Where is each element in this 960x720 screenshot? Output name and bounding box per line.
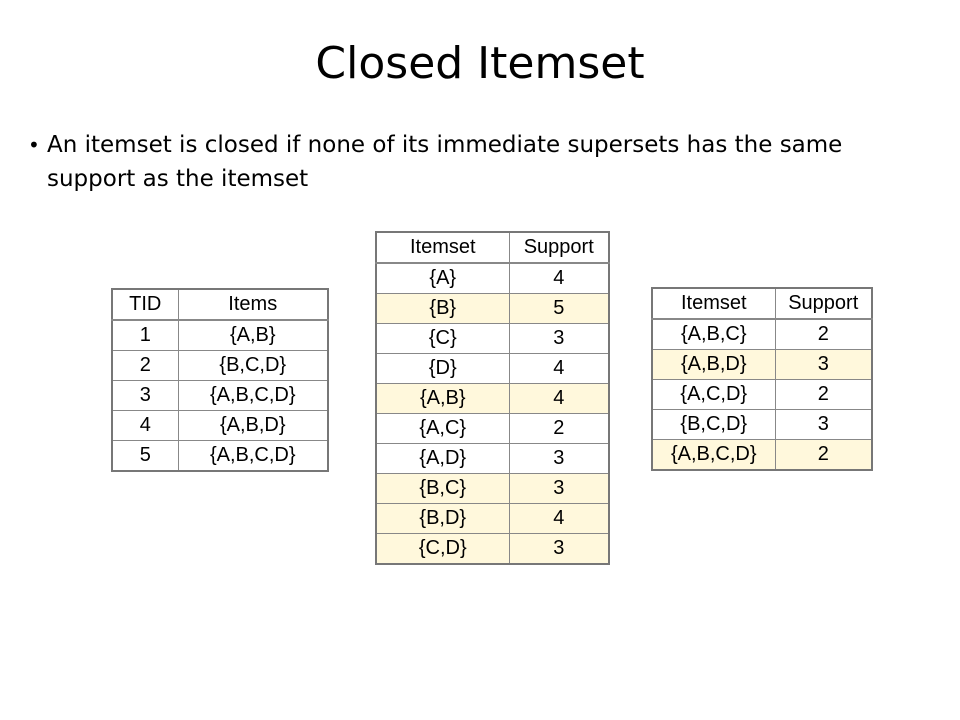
table-row: {B,D}4 [375, 503, 610, 534]
cell-support: 4 [508, 353, 610, 384]
table-header-row: Itemset Support [651, 287, 873, 320]
triplets-body: {A,B,C}2{A,B,D}3{A,C,D}2{B,C,D}3{A,B,C,D… [651, 318, 873, 471]
cell-tid: 5 [111, 440, 179, 472]
table-row: 3{A,B,C,D} [111, 380, 329, 411]
table-row: {C,D}3 [375, 533, 610, 565]
cell-support: 4 [508, 262, 610, 294]
bullet-icon: • [28, 133, 40, 157]
table-row: {A,B,C,D}2 [651, 439, 873, 471]
cell-tid: 4 [111, 410, 179, 441]
table-row: 1{A,B} [111, 319, 329, 351]
cell-support: 5 [508, 293, 610, 324]
transactions-table: TID Items 1{A,B}2{B,C,D}3{A,B,C,D}4{A,B,… [111, 288, 329, 472]
cell-items: {A,B,C,D} [177, 440, 329, 472]
cell-itemset: {A,D} [375, 443, 510, 474]
transactions-body: 1{A,B}2{B,C,D}3{A,B,C,D}4{A,B,D}5{A,B,C,… [111, 319, 329, 472]
cell-itemset: {A,C,D} [651, 379, 776, 410]
header-itemset: Itemset [375, 231, 510, 264]
table-row: 2{B,C,D} [111, 350, 329, 381]
table-row: {D}4 [375, 353, 610, 384]
itemsets-body: {A}4{B}5{C}3{D}4{A,B}4{A,C}2{A,D}3{B,C}3… [375, 262, 610, 565]
table-row: {B,C}3 [375, 473, 610, 504]
header-support: Support [774, 287, 873, 320]
itemsets-support-table: Itemset Support {A}4{B}5{C}3{D}4{A,B}4{A… [375, 231, 610, 565]
cell-itemset: {D} [375, 353, 510, 384]
cell-items: {A,B,D} [177, 410, 329, 441]
cell-support: 3 [774, 409, 873, 440]
cell-support: 3 [774, 349, 873, 380]
table-row: 4{A,B,D} [111, 410, 329, 441]
cell-itemset: {B,C} [375, 473, 510, 504]
cell-support: 4 [508, 383, 610, 414]
table-row: {C}3 [375, 323, 610, 354]
cell-items: {A,B,C,D} [177, 380, 329, 411]
cell-support: 2 [774, 439, 873, 471]
cell-support: 2 [774, 318, 873, 350]
table-header-row: TID Items [111, 288, 329, 321]
table-row: {A,D}3 [375, 443, 610, 474]
cell-itemset: {B,D} [375, 503, 510, 534]
cell-itemset: {A} [375, 262, 510, 294]
bullet-point: • An itemset is closed if none of its im… [28, 128, 908, 196]
table-row: {A}4 [375, 262, 610, 294]
table-row: 5{A,B,C,D} [111, 440, 329, 472]
cell-itemset: {A,C} [375, 413, 510, 444]
cell-support: 3 [508, 533, 610, 565]
cell-tid: 1 [111, 319, 179, 351]
cell-itemset: {A,B,C} [651, 318, 776, 350]
bullet-text: An itemset is closed if none of its imme… [47, 132, 843, 192]
header-tid: TID [111, 288, 179, 321]
cell-support: 3 [508, 443, 610, 474]
table-header-row: Itemset Support [375, 231, 610, 264]
header-support: Support [508, 231, 610, 264]
cell-support: 2 [774, 379, 873, 410]
cell-tid: 3 [111, 380, 179, 411]
table-row: {B}5 [375, 293, 610, 324]
cell-itemset: {C,D} [375, 533, 510, 565]
slide-title: Closed Itemset [315, 38, 645, 89]
cell-support: 2 [508, 413, 610, 444]
cell-itemset: {B,C,D} [651, 409, 776, 440]
table-row: {A,B}4 [375, 383, 610, 414]
cell-items: {A,B} [177, 319, 329, 351]
cell-support: 3 [508, 323, 610, 354]
cell-itemset: {C} [375, 323, 510, 354]
cell-items: {B,C,D} [177, 350, 329, 381]
table-row: {B,C,D}3 [651, 409, 873, 440]
table-row: {A,B,D}3 [651, 349, 873, 380]
cell-itemset: {A,B,D} [651, 349, 776, 380]
table-row: {A,C,D}2 [651, 379, 873, 410]
cell-support: 3 [508, 473, 610, 504]
header-itemset: Itemset [651, 287, 776, 320]
cell-itemset: {A,B} [375, 383, 510, 414]
cell-itemset: {B} [375, 293, 510, 324]
cell-tid: 2 [111, 350, 179, 381]
table-row: {A,B,C}2 [651, 318, 873, 350]
table-row: {A,C}2 [375, 413, 610, 444]
triplets-support-table: Itemset Support {A,B,C}2{A,B,D}3{A,C,D}2… [651, 287, 873, 471]
header-items: Items [177, 288, 329, 321]
cell-support: 4 [508, 503, 610, 534]
cell-itemset: {A,B,C,D} [651, 439, 776, 471]
